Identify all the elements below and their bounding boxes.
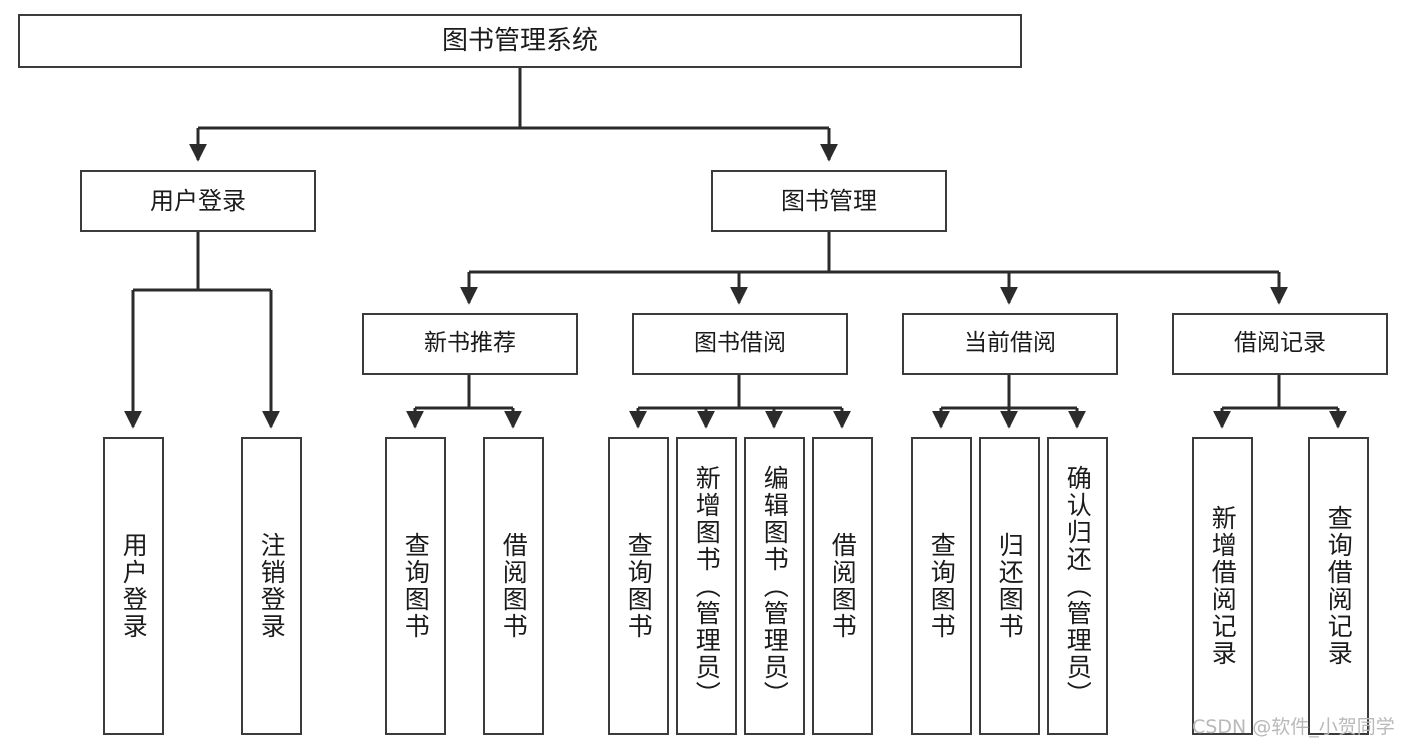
leaf-user-login-signout-label: 注销登录 bbox=[257, 532, 287, 640]
leaf-book-borrow-edit-label: 编辑图书（管理员） bbox=[760, 464, 790, 708]
node-root[interactable]: 图书管理系统 bbox=[18, 14, 1022, 68]
node-user-login-label: 用户登录 bbox=[150, 186, 246, 215]
leaf-book-borrow-borrow-label: 借阅图书 bbox=[828, 532, 858, 640]
leaf-borrow-record-add[interactable]: 新增借阅记录 bbox=[1192, 437, 1253, 735]
leaf-borrow-record-query-label: 查询借阅记录 bbox=[1324, 505, 1354, 667]
node-borrow-record[interactable]: 借阅记录 bbox=[1172, 313, 1388, 375]
node-root-label: 图书管理系统 bbox=[441, 25, 598, 56]
leaf-new-book-query-label: 查询图书 bbox=[401, 532, 431, 640]
leaf-book-borrow-edit[interactable]: 编辑图书（管理员） bbox=[744, 437, 805, 735]
node-book-management-label: 图书管理 bbox=[781, 186, 877, 215]
leaf-book-borrow-query[interactable]: 查询图书 bbox=[608, 437, 669, 735]
node-current-borrow-label: 当前借阅 bbox=[964, 330, 1056, 357]
leaf-current-borrow-query[interactable]: 查询图书 bbox=[911, 437, 972, 735]
node-current-borrow[interactable]: 当前借阅 bbox=[902, 313, 1118, 375]
leaf-new-book-borrow-label: 借阅图书 bbox=[499, 532, 529, 640]
leaf-book-borrow-add-label: 新增图书（管理员） bbox=[692, 464, 722, 708]
node-book-borrow[interactable]: 图书借阅 bbox=[632, 313, 848, 375]
node-borrow-record-label: 借阅记录 bbox=[1234, 330, 1326, 357]
leaf-current-borrow-return-label: 归还图书 bbox=[995, 532, 1025, 640]
leaf-book-borrow-borrow[interactable]: 借阅图书 bbox=[812, 437, 873, 735]
leaf-borrow-record-add-label: 新增借阅记录 bbox=[1208, 505, 1238, 667]
leaf-current-borrow-query-label: 查询图书 bbox=[927, 532, 957, 640]
leaf-current-borrow-return[interactable]: 归还图书 bbox=[979, 437, 1040, 735]
leaf-book-borrow-add[interactable]: 新增图书（管理员） bbox=[676, 437, 737, 735]
node-book-borrow-label: 图书借阅 bbox=[694, 330, 786, 357]
leaf-new-book-borrow[interactable]: 借阅图书 bbox=[483, 437, 544, 735]
leaf-borrow-record-query[interactable]: 查询借阅记录 bbox=[1308, 437, 1369, 735]
leaf-new-book-query[interactable]: 查询图书 bbox=[385, 437, 446, 735]
leaf-user-login-signin-label: 用户登录 bbox=[119, 532, 149, 640]
node-new-book-recommend-label: 新书推荐 bbox=[424, 330, 516, 357]
node-user-login[interactable]: 用户登录 bbox=[80, 170, 316, 232]
leaf-current-borrow-confirm-label: 确认归还（管理员） bbox=[1063, 464, 1093, 708]
leaf-user-login-signin[interactable]: 用户登录 bbox=[103, 437, 164, 735]
node-new-book-recommend[interactable]: 新书推荐 bbox=[362, 313, 578, 375]
leaf-book-borrow-query-label: 查询图书 bbox=[624, 532, 654, 640]
node-book-management[interactable]: 图书管理 bbox=[711, 170, 947, 232]
leaf-current-borrow-confirm[interactable]: 确认归还（管理员） bbox=[1047, 437, 1108, 735]
leaf-user-login-signout[interactable]: 注销登录 bbox=[241, 437, 302, 735]
watermark: CSDN @软件_小贺同学 bbox=[1192, 716, 1395, 738]
